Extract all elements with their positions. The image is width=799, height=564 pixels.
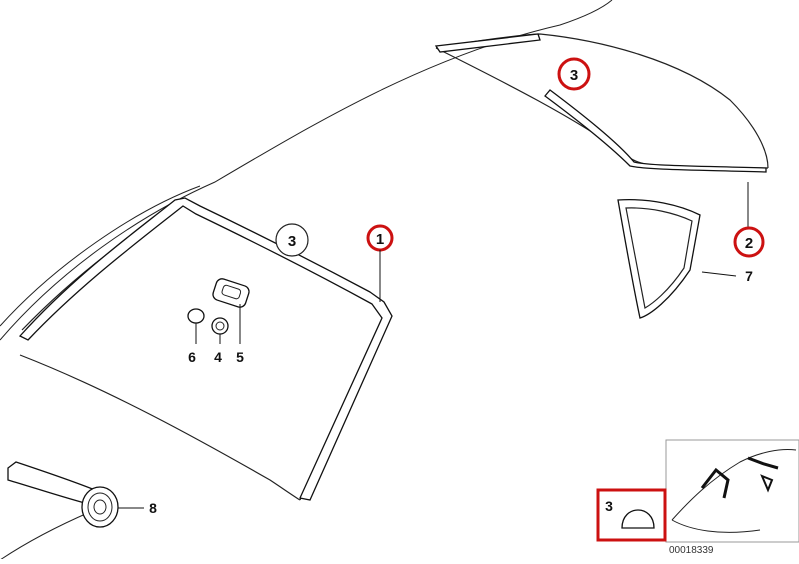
rear-window <box>434 33 769 228</box>
inset-part-number: 3 <box>605 498 613 514</box>
part-number-7: 7 <box>745 268 753 284</box>
part-number-2: 2 <box>745 235 753 252</box>
callout-3-rear: 3 <box>557 57 591 91</box>
reference-number: 00018339 <box>669 545 714 556</box>
callout-1: 1 <box>366 224 394 302</box>
car-body-outline <box>0 0 613 561</box>
inset-car-view <box>665 439 799 543</box>
inset-part-3 <box>596 488 667 542</box>
callout-3-windscreen: 3 <box>275 223 309 257</box>
part-number-1: 1 <box>376 231 384 248</box>
part-number-8: 8 <box>149 500 157 516</box>
clip-parts <box>187 278 250 344</box>
part-number-3-rear: 3 <box>570 67 578 84</box>
part-number-3-windscreen: 3 <box>288 233 296 250</box>
part-number-4: 4 <box>214 349 222 365</box>
callout-2: 2 <box>733 226 765 258</box>
windscreen <box>18 197 393 501</box>
quarter-window <box>617 199 737 319</box>
part-number-5: 5 <box>236 349 244 365</box>
part-number-6: 6 <box>188 349 196 365</box>
tape-roll <box>7 461 144 528</box>
